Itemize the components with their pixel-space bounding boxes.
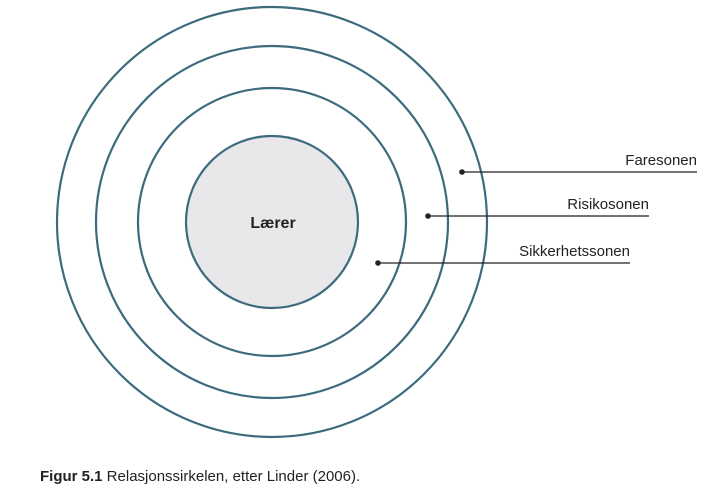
inner-ring-sikkerhetssonen bbox=[136, 86, 408, 358]
figure-number: Figur 5.1 bbox=[40, 468, 103, 485]
risikosonen-label: Risikosonen bbox=[567, 196, 649, 213]
faresonen-label: Faresonen bbox=[625, 152, 697, 169]
caption-text: Relasjonssirkelen, etter Linder (2006). bbox=[102, 468, 361, 485]
center-label: Lærer bbox=[250, 215, 295, 232]
figure-caption: Figur 5.1 Relasjonssirkelen, etter Linde… bbox=[40, 468, 360, 485]
middle-ring-risikosonen bbox=[94, 44, 450, 400]
sikkerhetssonen-label: Sikkerhetssonen bbox=[519, 243, 630, 260]
outer-ring-faresonen bbox=[55, 5, 489, 439]
center-circle bbox=[184, 134, 360, 310]
